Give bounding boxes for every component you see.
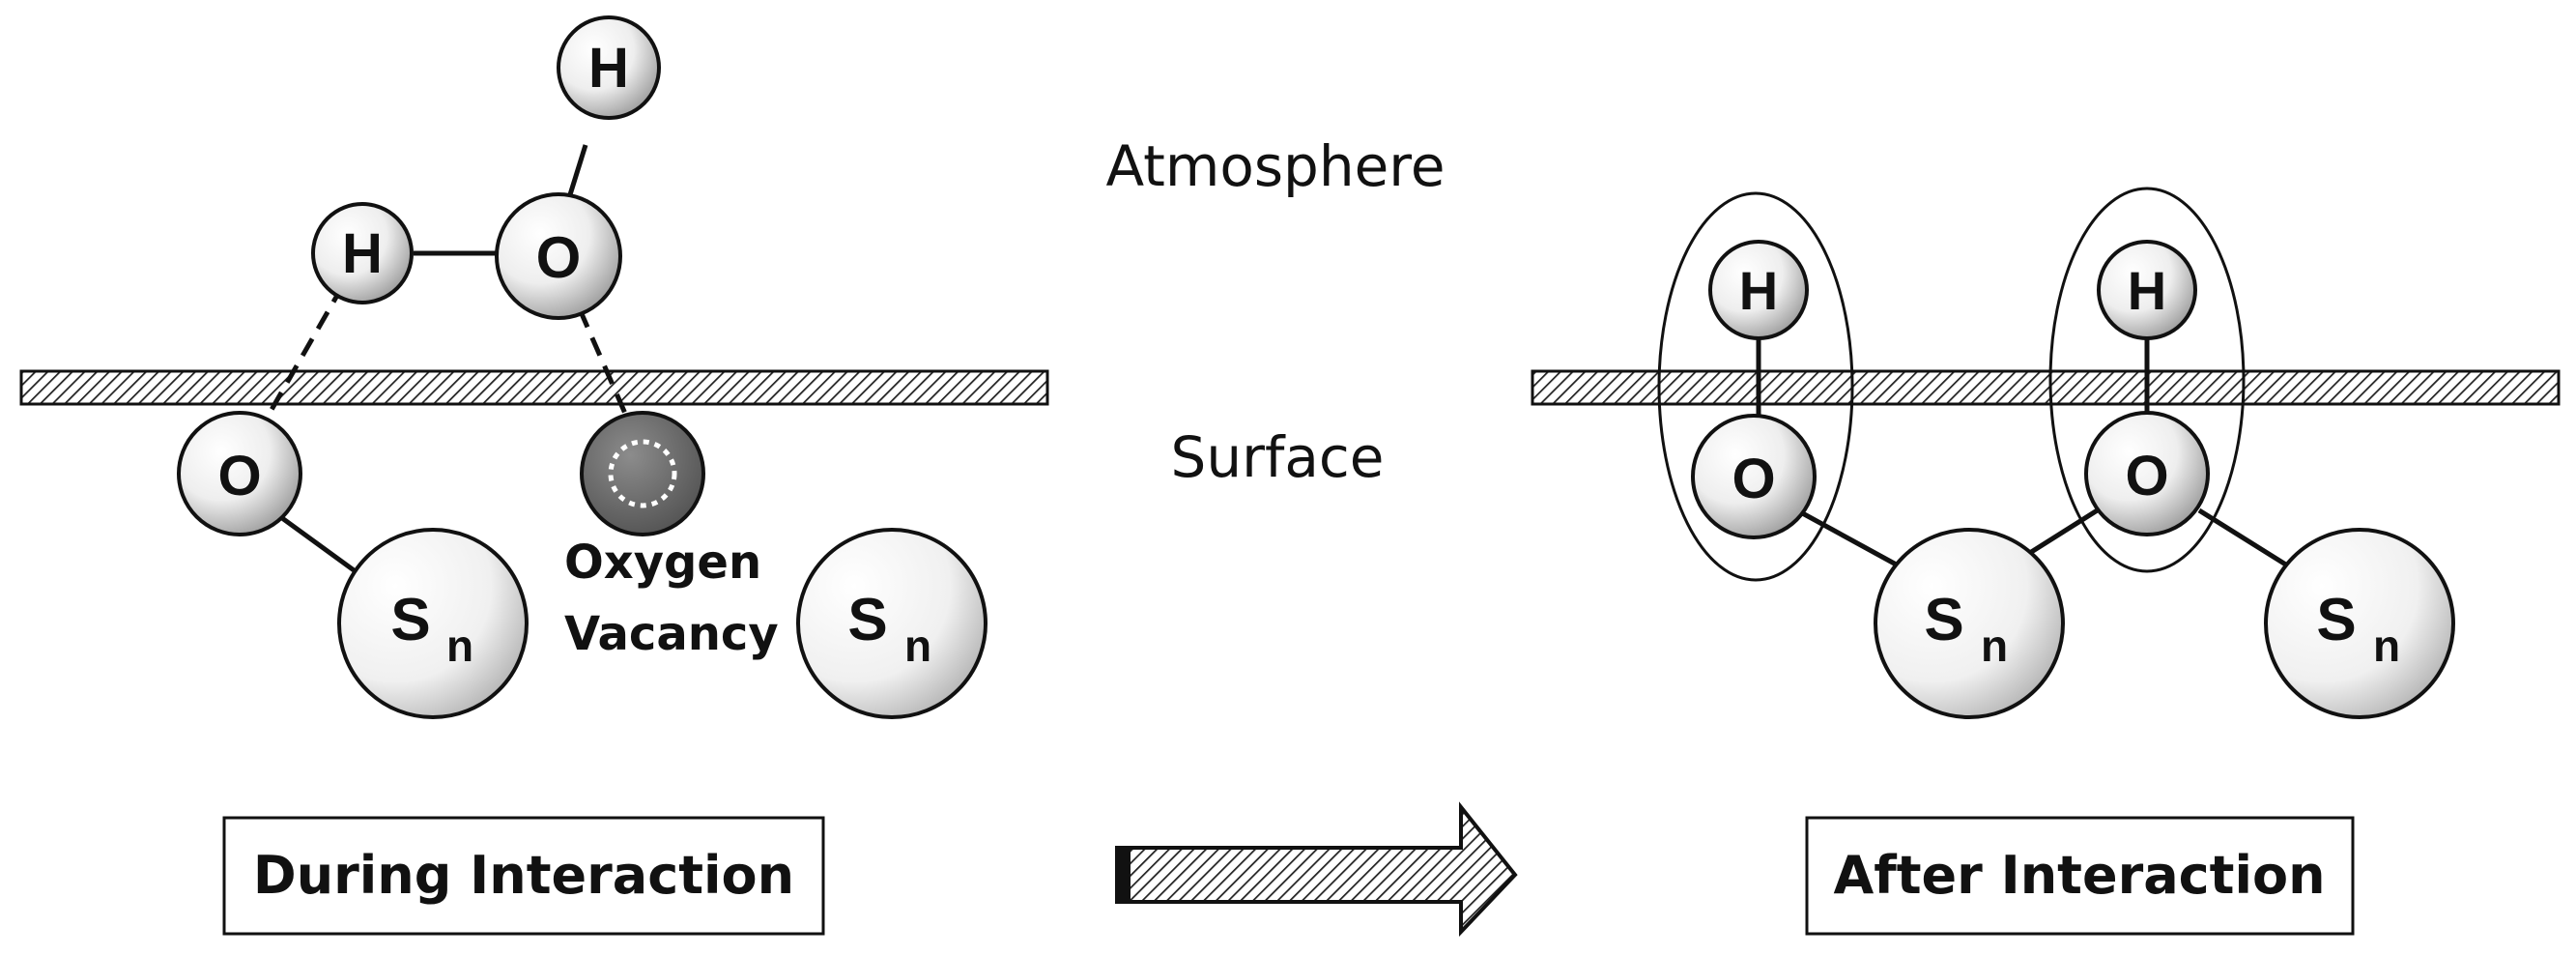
vacancy-dotted-ring xyxy=(608,439,677,508)
tin-symbol: S xyxy=(847,587,887,653)
vacancy-label-line2: Vacancy xyxy=(564,607,779,661)
tin-subscript: n xyxy=(446,621,473,671)
after-interaction-box xyxy=(1805,816,2355,936)
hydrogen-label: H xyxy=(342,222,383,285)
middle-region: Atmosphere Surface xyxy=(1105,133,1518,938)
oxygen-vacancy-bond-dashed xyxy=(577,308,629,417)
hydrogen-bond-dashed xyxy=(258,283,346,430)
hydrogen-atom-top: H xyxy=(557,15,661,120)
bond-sn-o-right xyxy=(2016,502,2108,564)
oxygen-label: O xyxy=(536,225,582,290)
during-panel: H H O O Oxygen Vacancy S n xyxy=(19,15,1049,936)
process-arrow xyxy=(1115,801,1518,938)
oxygen-vacancy xyxy=(580,411,705,536)
surface-label: Surface xyxy=(1171,424,1385,490)
hydrogen-label: H xyxy=(2128,260,2166,321)
tin-symbol: S xyxy=(2316,587,2356,653)
hydrogen-atom xyxy=(1708,240,1809,340)
hydrogen-label: H xyxy=(588,37,629,100)
tin-atom-after-left: S n xyxy=(1874,528,2065,719)
hydroxyl-group-left: H O xyxy=(1657,191,1854,582)
after-panel: S n S n H O H O After Interaction xyxy=(1531,187,2561,936)
tin-label: S xyxy=(2316,587,2356,653)
atmosphere-label: Atmosphere xyxy=(1105,133,1445,199)
arrow-tail-block xyxy=(1117,848,1131,902)
surface-bar-left xyxy=(19,369,1049,406)
hydrogen-label: H xyxy=(1739,260,1778,321)
hydrogen-atom-left: H xyxy=(311,202,414,304)
oxygen-atom xyxy=(2084,411,2210,536)
hydrogen-atom xyxy=(2097,240,2197,340)
tin-label: S xyxy=(847,587,887,653)
hydroxyl-ellipse-left xyxy=(1657,191,1854,582)
water-oxygen-atom: O xyxy=(495,192,622,320)
tin-atom-right: S n xyxy=(796,528,987,719)
surface-oxygen-atom: O xyxy=(177,411,302,536)
oxygen-label: O xyxy=(217,445,261,507)
tin-label: S xyxy=(1924,587,1963,653)
during-interaction-label: During Interaction xyxy=(253,845,794,906)
oxygen-atom xyxy=(1691,414,1817,539)
surface-bar-right xyxy=(1531,369,2561,406)
hydroxyl-group-right: H O xyxy=(2048,187,2246,573)
after-interaction-label: After Interaction xyxy=(1833,845,2325,906)
oxygen-label: O xyxy=(2125,445,2168,507)
tin-atom-after-right: S n xyxy=(2264,528,2455,719)
tin-symbol: S xyxy=(1924,587,1963,653)
tin-subscript: n xyxy=(904,621,931,671)
tin-symbol: S xyxy=(390,587,430,653)
tin-label: S xyxy=(390,587,430,653)
hydroxyl-ellipse-right xyxy=(2048,187,2246,573)
vacancy-label-line1: Oxygen xyxy=(564,536,761,590)
tin-subscript: n xyxy=(1981,621,2008,671)
tin-atom-left: S n xyxy=(337,528,529,719)
oxygen-label: O xyxy=(1732,448,1775,510)
during-interaction-box xyxy=(222,816,825,936)
tin-subscript: n xyxy=(2373,621,2400,671)
